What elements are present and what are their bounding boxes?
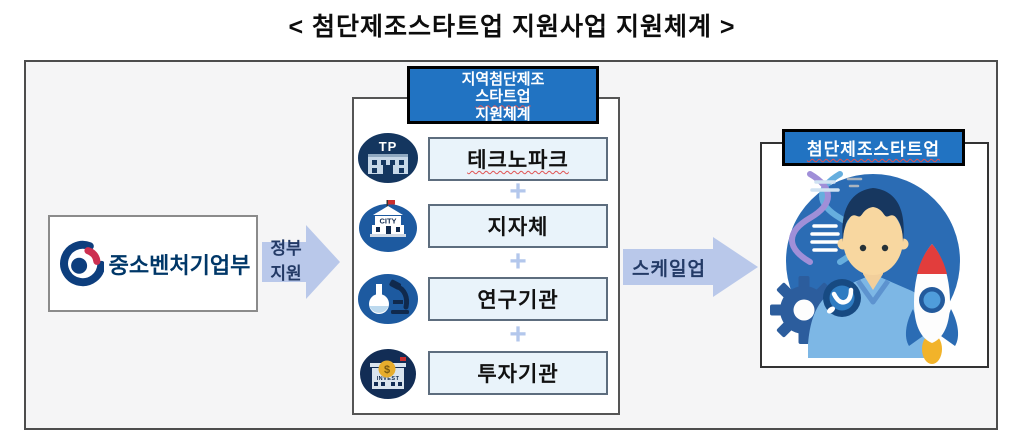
ministry-box: 중소벤처기업부 [48,215,258,312]
svg-text:INVEST: INVEST [377,376,400,382]
item-label-research-institute: 연구기관 [477,289,559,312]
item-box-local-government: 지자체 [428,204,608,248]
svg-text:TP: TP [379,139,398,154]
government-support-label: 정부 지원 [270,239,302,283]
rocket-icon [905,244,959,364]
item-label-local-government: 지자체 [487,216,549,239]
outer-frame: 중소벤처기업부 정부 지원 TP 테크노파크 + [24,60,998,430]
entrepreneur-figure [808,188,938,358]
center-panel-header: 지역첨단제조 스타트업 지원체계 [407,66,599,124]
center-panel: TP 테크노파크 + CITY 지자체 [352,97,620,415]
item-box-investment-institution: 투자기관 [428,351,608,395]
technopark-building-icon: TP [358,133,418,183]
startup-illustration [770,171,960,364]
item-box-research-institute: 연구기관 [428,277,608,321]
svg-text:$: $ [384,364,390,376]
plus-icon: + [509,318,527,351]
item-label-investment-institution: 투자기관 [477,363,559,386]
svg-text:CITY: CITY [379,217,396,226]
investment-bank-icon: INVEST $ [360,349,416,399]
startup-header: 첨단제조스타트업 [782,129,965,166]
research-lab-icon [358,274,418,324]
plus-icon: + [509,245,527,278]
city-hall-icon: CITY [359,200,417,252]
item-label-technopark: 테크노파크 [467,149,569,172]
startup-illustration-box [760,142,989,368]
scaleup-arrow: 스케일업 [623,237,758,297]
government-support-arrow: 정부 지원 [262,222,342,302]
arrow-right-icon [623,237,758,297]
scaleup-label: 스케일업 [632,258,706,280]
diagram-title: < 첨단제조스타트업 지원사업 지원체계 > [288,13,736,41]
government-emblem-icon [59,240,104,286]
badge-icon [823,279,861,317]
ministry-label: 중소벤처기업부 [108,252,251,278]
startup-header-label: 첨단제조스타트업 [806,140,941,159]
arrow-right-icon [262,225,340,299]
item-box-technopark: 테크노파크 [428,137,608,181]
center-header-line-2: 스타트업 [475,88,531,106]
center-header-line-3: 지원체계 [475,105,531,123]
center-header-line-1: 지역첨단제조 [461,71,545,88]
plus-icon: + [509,175,527,208]
